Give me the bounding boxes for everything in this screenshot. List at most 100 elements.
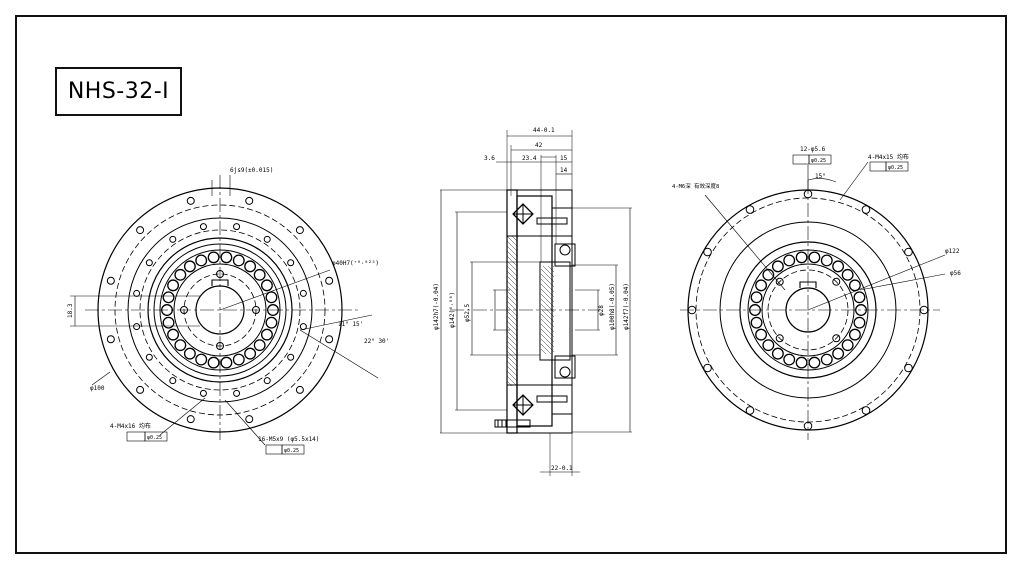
mounting-hole <box>325 276 334 285</box>
tapped-hole <box>775 334 784 343</box>
hatch-line <box>540 273 555 288</box>
hatch-line <box>540 323 555 338</box>
mounting-hole <box>106 335 115 344</box>
hatch-line <box>540 278 555 293</box>
hatch-line <box>540 313 555 328</box>
roller <box>265 291 278 304</box>
mounting-hole <box>133 289 141 297</box>
sec-bottom: 22-0.1 <box>551 465 573 472</box>
hatch-line <box>547 265 555 273</box>
mounting-hole <box>133 323 141 331</box>
mounting-hole <box>745 406 755 415</box>
roller <box>750 316 763 329</box>
hatch-line <box>506 295 518 307</box>
roller <box>820 353 833 366</box>
hatch-line <box>506 370 518 382</box>
hatch-line <box>540 318 555 333</box>
mounting-hole <box>145 259 153 267</box>
sec-dia-f: φ142f7(-0.04) <box>623 283 630 330</box>
hatch-line <box>540 283 555 298</box>
left-outer-holes <box>106 196 334 424</box>
hatch-line <box>506 365 518 377</box>
roller <box>167 328 180 341</box>
left-front-view <box>70 175 379 455</box>
hatch-line <box>506 350 518 362</box>
mounting-hole <box>169 377 177 385</box>
sec-width: 42 <box>535 142 543 149</box>
left-holes2: 16-M5x9 (φ5.5x14) <box>258 436 319 443</box>
right-holes: 12-φ5.6 <box>800 146 826 153</box>
roller <box>265 316 278 329</box>
roller <box>244 260 257 273</box>
mounting-hole <box>299 289 307 297</box>
roller <box>253 268 266 281</box>
hatch-line <box>506 250 518 262</box>
roller <box>808 251 821 264</box>
mounting-hole <box>199 389 207 397</box>
hatch-line <box>506 290 518 302</box>
hatch-line <box>540 303 555 318</box>
right-holes-tol: φ0.25 <box>811 158 826 164</box>
hatch-line <box>540 348 547 355</box>
roller <box>244 347 257 360</box>
hatch-line <box>506 340 518 352</box>
mounting-hole <box>703 247 712 257</box>
mounting-hole <box>861 406 871 415</box>
roller <box>183 260 196 273</box>
tapped-hole <box>832 334 841 343</box>
hatch-line <box>506 265 518 277</box>
mounting-hole <box>233 223 241 231</box>
hatch-line <box>506 260 518 272</box>
mounting-hole <box>245 196 254 205</box>
roller <box>755 328 768 341</box>
drawing-frame <box>15 15 1007 554</box>
hatch-line <box>506 300 518 312</box>
roller <box>771 347 784 360</box>
hatch-line <box>506 325 518 337</box>
hatch-line <box>506 280 518 292</box>
roller <box>195 254 208 267</box>
roller <box>783 353 796 366</box>
mounting-hole <box>263 377 271 385</box>
right-angle: 15° <box>815 173 826 180</box>
roller <box>848 279 861 292</box>
section-view <box>440 130 632 476</box>
hatch-line <box>506 355 518 367</box>
hatch-line <box>506 275 518 287</box>
roller <box>808 356 821 369</box>
section-hatching <box>506 235 555 387</box>
mounting-hole <box>145 353 153 361</box>
roller <box>162 316 175 329</box>
roller <box>232 254 245 267</box>
left-angle-1: 11° 15' <box>338 321 363 328</box>
roller <box>220 251 233 264</box>
hatch-line <box>506 310 518 322</box>
hatch-line <box>506 235 518 247</box>
hatch-line <box>540 268 555 283</box>
roller <box>771 260 784 273</box>
hatch-line <box>540 308 555 323</box>
sec-d3: 15 <box>560 155 568 162</box>
title-box: NHS-32-I <box>55 67 182 116</box>
hatch-line <box>506 320 518 332</box>
roller <box>832 347 845 360</box>
mounting-hole <box>169 235 177 243</box>
hatch-line <box>540 333 555 348</box>
mounting-hole <box>325 335 334 344</box>
hatch-line <box>540 288 555 303</box>
mounting-hole <box>263 235 271 243</box>
right-dia2: φ56 <box>950 270 961 277</box>
roller <box>260 279 273 292</box>
left-keyway-depth: 18.3 <box>67 303 74 318</box>
sec-dia-b: φ142(⁰·⁰⁶) <box>449 292 456 328</box>
roller <box>783 254 796 267</box>
hatch-line <box>506 255 518 267</box>
hatch-line <box>506 330 518 342</box>
hatch-line <box>540 328 555 343</box>
hatch-line <box>540 343 552 355</box>
hatch-line <box>506 315 518 327</box>
sec-dia-d: φ28 <box>598 305 605 316</box>
sec-dia-outer: φ142h7(-0.04) <box>433 283 440 330</box>
roller <box>755 279 768 292</box>
